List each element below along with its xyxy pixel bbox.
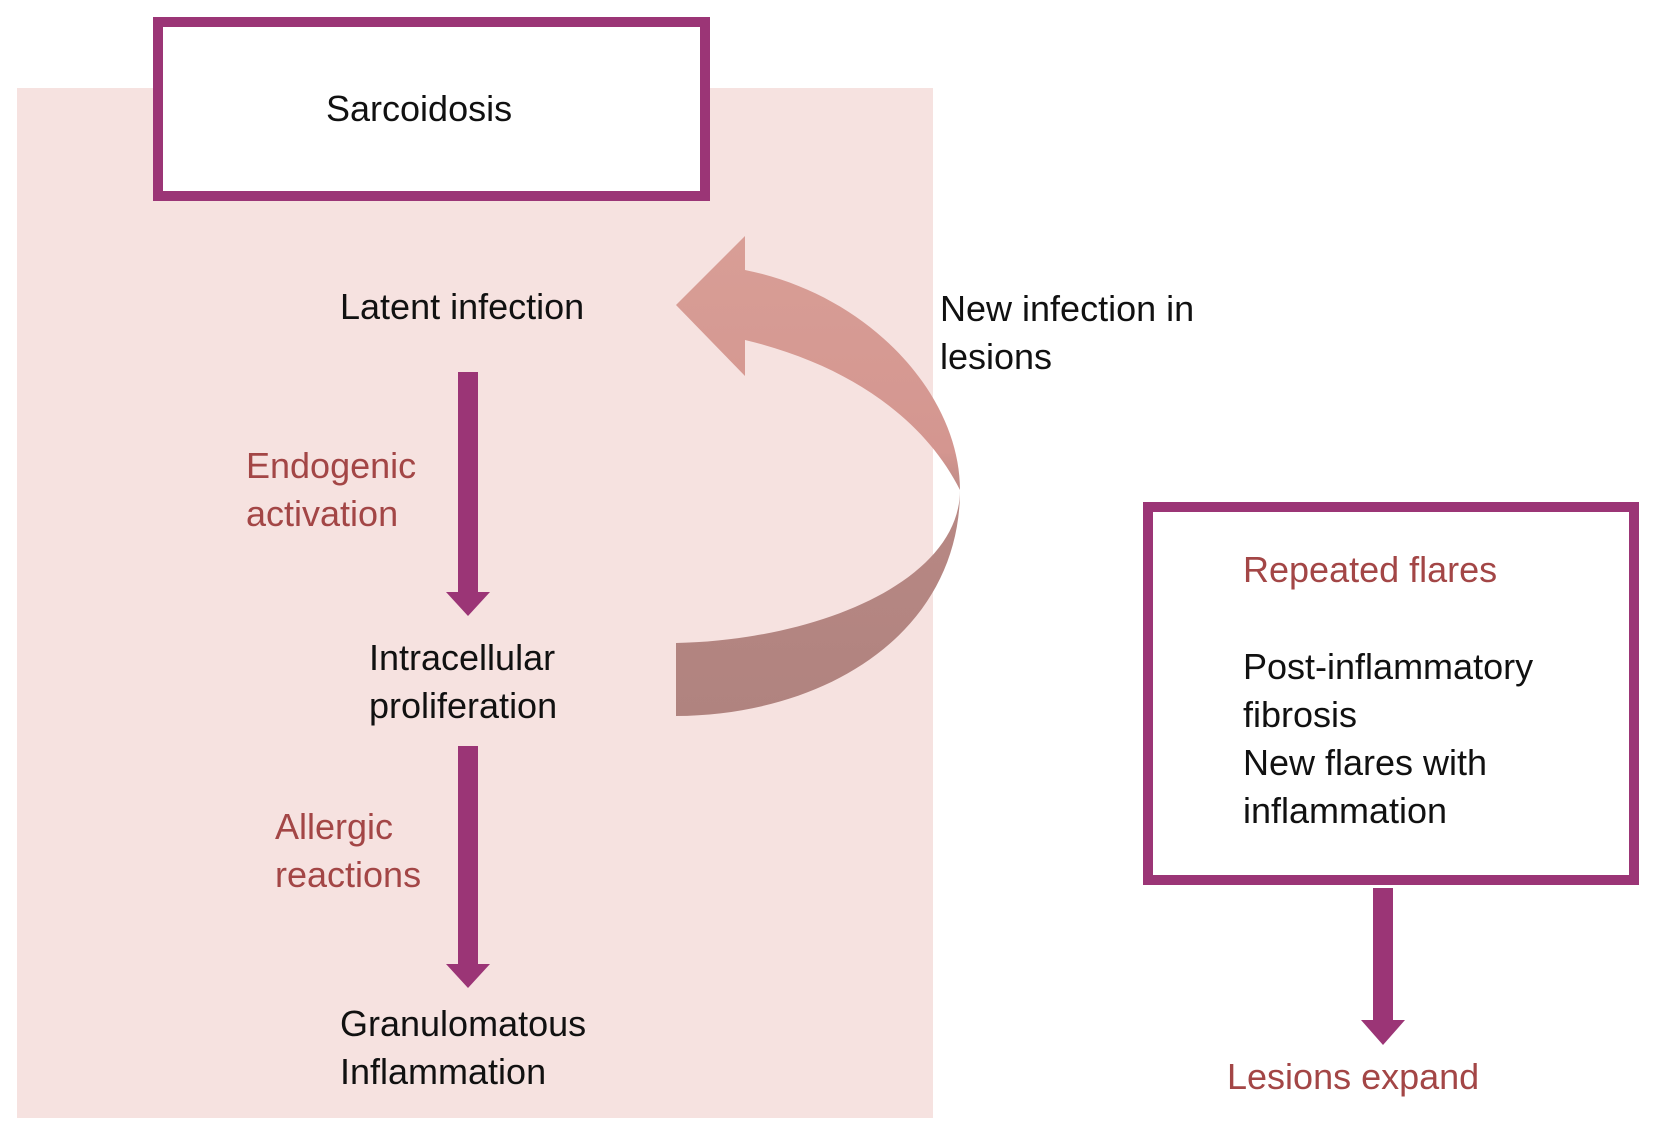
- sarcoidosis-title: Sarcoidosis: [326, 88, 513, 129]
- intracellular-label-line2: proliferation: [369, 685, 558, 726]
- intracellular-label-line1: Intracellular: [369, 637, 556, 678]
- allergic-label-line2: reactions: [275, 854, 422, 895]
- new-flares-label-line2: inflammation: [1243, 790, 1448, 831]
- repeated-flares-label: Repeated flares: [1243, 549, 1498, 590]
- arrow-latent-to-intracellular: [446, 372, 490, 616]
- arrow-outcome-to-lesions: [1361, 888, 1405, 1045]
- outcome-box: [1143, 502, 1639, 885]
- lesions-expand-label: Lesions expand: [1227, 1056, 1480, 1097]
- endogenic-label-line2: activation: [246, 493, 399, 534]
- allergic-label-line1: Allergic: [275, 806, 394, 847]
- post-inflammatory-label-line2: fibrosis: [1243, 694, 1358, 735]
- granulomatous-label-line1: Granulomatous: [340, 1003, 587, 1044]
- new-infection-label-line1: New infection in: [940, 288, 1195, 329]
- post-inflammatory-label-line1: Post-inflammatory: [1243, 646, 1534, 687]
- granulomatous-label-line2: Inflammation: [340, 1051, 547, 1092]
- new-infection-label-line2: lesions: [940, 336, 1053, 377]
- arrow-intracellular-to-granulomatous: [446, 746, 490, 988]
- feedback-curved-arrow: [676, 236, 960, 716]
- endogenic-label-line1: Endogenic: [246, 445, 417, 486]
- sarcoidosis-title-box: [153, 17, 710, 201]
- new-flares-label-line1: New flares with: [1243, 742, 1488, 783]
- latent-infection-label: Latent infection: [340, 286, 585, 327]
